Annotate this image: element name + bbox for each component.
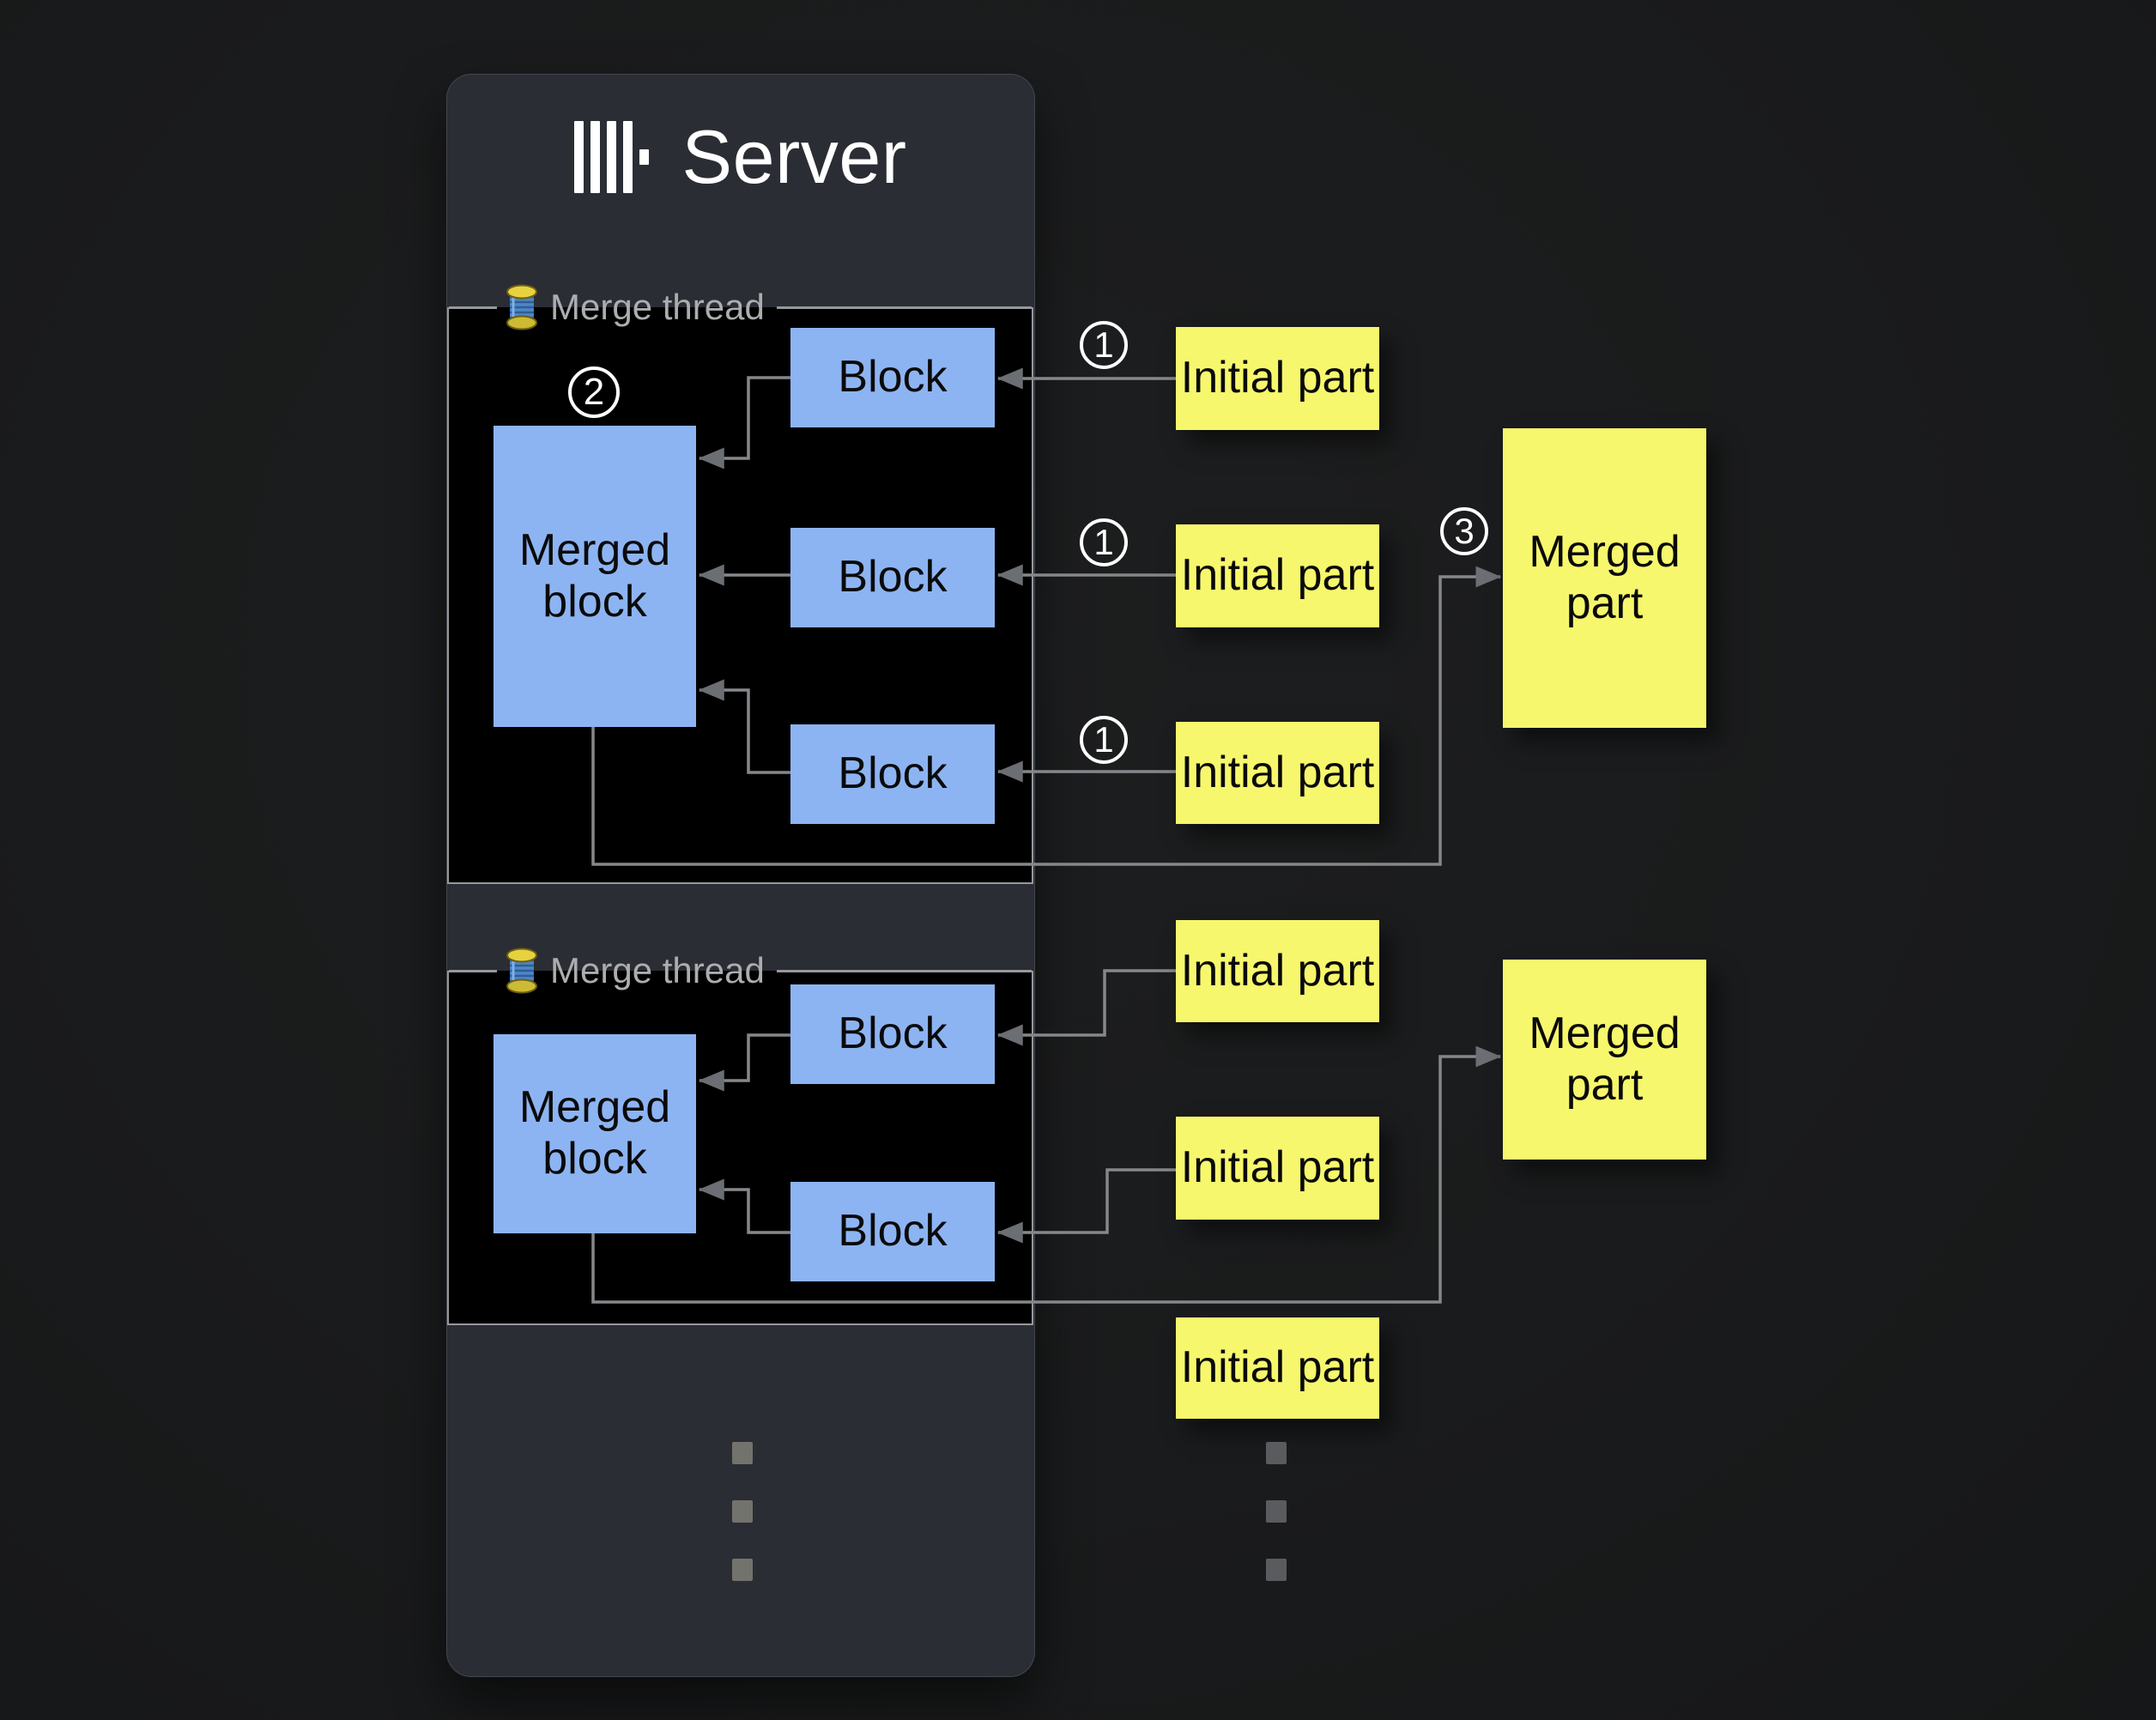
merge-thread-label: Merge thread [550,950,765,990]
thread-spool-icon [506,284,537,330]
step-badge-1: 1 [1080,518,1128,566]
merge-thread-label: Merge thread [550,287,765,327]
server-title: Server [681,114,907,199]
merge-thread-legend-1: Merge thread [449,284,1032,330]
block-box: Block [790,984,995,1084]
merge-thread-legend-2: Merge thread [449,948,1032,994]
initial-part-box: Initial part [1176,327,1379,430]
step-badge-2: 2 [568,366,620,418]
step-badge-1: 1 [1080,716,1128,764]
block-box: Block [790,724,995,824]
block-box: Block [790,528,995,627]
thread-spool-icon [506,948,537,994]
merged-block-box: Merged block [494,1034,696,1233]
step-badge-3: 3 [1440,507,1488,555]
merged-part-box: Merged part [1503,428,1706,728]
server-header: Server [447,114,1034,199]
initial-part-box: Initial part [1176,1117,1379,1220]
clickhouse-logo-icon [574,121,650,193]
ellipsis-more-parts-icon [1266,1442,1287,1617]
step-badge-1: 1 [1080,321,1128,369]
initial-part-box: Initial part [1176,524,1379,627]
initial-part-box: Initial part [1176,722,1379,824]
block-box: Block [790,328,995,427]
initial-part-box: Initial part [1176,920,1379,1022]
merged-part-box: Merged part [1503,960,1706,1160]
ellipsis-more-threads-icon [732,1442,753,1617]
merged-block-box: Merged block [494,426,696,727]
block-box: Block [790,1182,995,1281]
initial-part-box: Initial part [1176,1317,1379,1419]
